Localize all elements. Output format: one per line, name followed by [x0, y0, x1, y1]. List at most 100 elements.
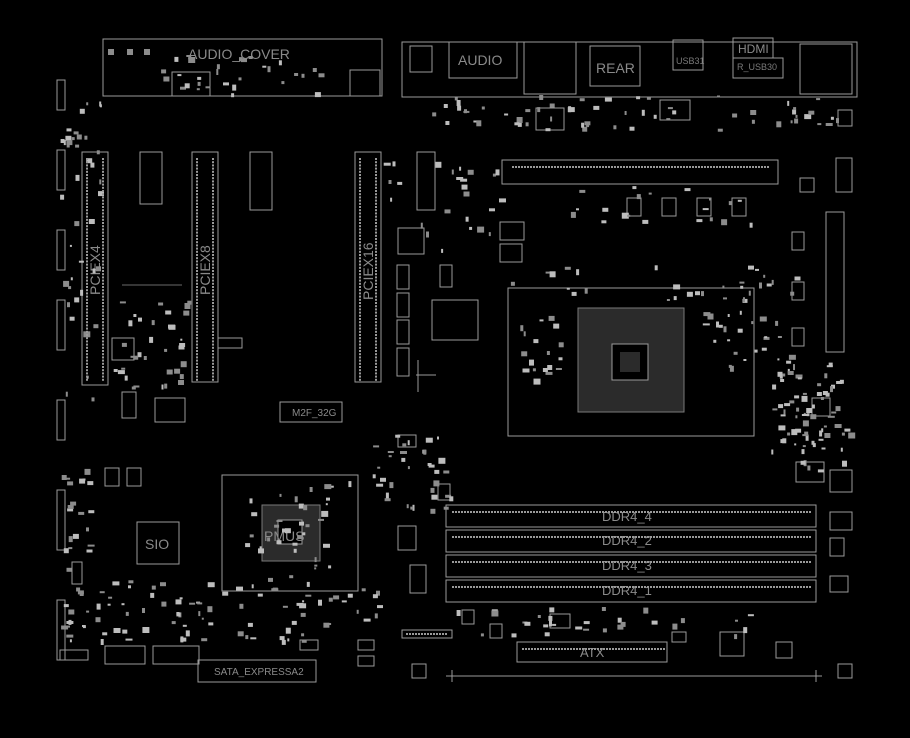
- smd-pad: [75, 174, 80, 181]
- pin: [590, 586, 592, 588]
- pin: [788, 561, 790, 563]
- pin: [725, 166, 727, 168]
- smd-pad: [523, 331, 526, 337]
- pin: [375, 161, 377, 164]
- pin: [563, 166, 565, 168]
- smd-pad: [555, 368, 562, 370]
- pin: [196, 164, 198, 167]
- pin: [196, 356, 198, 359]
- pin: [102, 167, 104, 170]
- pin: [212, 289, 214, 292]
- smd-pad: [844, 428, 851, 432]
- pin: [557, 586, 559, 588]
- pin: [512, 561, 514, 563]
- smd-pad: [718, 324, 723, 328]
- smd-pad: [787, 432, 791, 436]
- smd-pad: [737, 328, 743, 333]
- smd-pad: [549, 271, 556, 278]
- pin: [632, 586, 634, 588]
- smd-pad: [198, 611, 201, 617]
- pin: [623, 586, 625, 588]
- pin: [701, 166, 703, 168]
- smd-pad: [549, 620, 552, 627]
- smd-pad: [88, 510, 95, 514]
- pin: [415, 633, 417, 635]
- smd-pad: [766, 283, 772, 287]
- pin: [485, 511, 487, 513]
- smd-pad: [584, 121, 591, 126]
- smd-pad: [420, 222, 423, 229]
- pin: [722, 561, 724, 563]
- smd-pad: [236, 586, 243, 591]
- pin: [809, 536, 811, 538]
- pin: [212, 196, 214, 199]
- pin: [611, 561, 613, 563]
- pin: [375, 343, 377, 346]
- pin: [569, 536, 571, 538]
- smd-pad: [539, 95, 544, 100]
- pin: [212, 353, 214, 356]
- smd-pad: [281, 81, 285, 85]
- smd-pad: [179, 597, 183, 600]
- pin: [662, 561, 664, 563]
- pin: [102, 327, 104, 330]
- pin: [662, 511, 664, 513]
- pin: [584, 586, 586, 588]
- pin: [788, 511, 790, 513]
- pin: [212, 257, 214, 260]
- pin: [212, 314, 214, 317]
- pin: [102, 215, 104, 218]
- pin: [530, 586, 532, 588]
- pin: [86, 330, 88, 333]
- smd-pad: [174, 56, 179, 62]
- pin: [196, 289, 198, 292]
- pin: [557, 561, 559, 563]
- pin: [677, 536, 679, 538]
- smd-pad: [223, 82, 229, 86]
- smd-pad: [112, 581, 120, 586]
- pin: [409, 633, 411, 635]
- smd-pad: [812, 443, 816, 448]
- smd-pad: [784, 403, 791, 407]
- smd-pad: [805, 434, 809, 441]
- pin: [531, 648, 533, 650]
- smd-pad: [107, 603, 111, 606]
- smd-pad: [238, 77, 242, 81]
- pin: [611, 586, 613, 588]
- smd-pad: [133, 385, 140, 388]
- pin: [686, 561, 688, 563]
- pin: [359, 353, 361, 356]
- smd-pad: [761, 347, 767, 351]
- smd-pad: [764, 336, 768, 339]
- pin: [629, 561, 631, 563]
- smd-pad: [268, 577, 273, 582]
- pin: [707, 586, 709, 588]
- pin: [359, 231, 361, 234]
- pin: [359, 186, 361, 189]
- pin: [212, 266, 214, 269]
- pin: [102, 254, 104, 256]
- pin: [588, 648, 590, 650]
- pin: [359, 359, 361, 362]
- pin: [548, 561, 550, 563]
- pin: [698, 586, 700, 588]
- pin: [196, 231, 198, 234]
- pin: [542, 536, 544, 538]
- pin: [359, 215, 361, 218]
- pin: [86, 276, 88, 279]
- smd-pad: [517, 120, 522, 127]
- smd-pad: [636, 194, 641, 200]
- pin: [563, 511, 565, 513]
- pin: [578, 166, 580, 168]
- smd-pad: [289, 575, 294, 579]
- pin: [86, 257, 88, 260]
- pin: [605, 586, 607, 588]
- pin: [359, 308, 361, 311]
- pin: [196, 234, 198, 237]
- pin: [467, 511, 469, 513]
- pin: [375, 282, 377, 285]
- pin: [788, 586, 790, 588]
- pin: [196, 346, 198, 349]
- pin: [86, 279, 88, 282]
- pin: [752, 561, 754, 563]
